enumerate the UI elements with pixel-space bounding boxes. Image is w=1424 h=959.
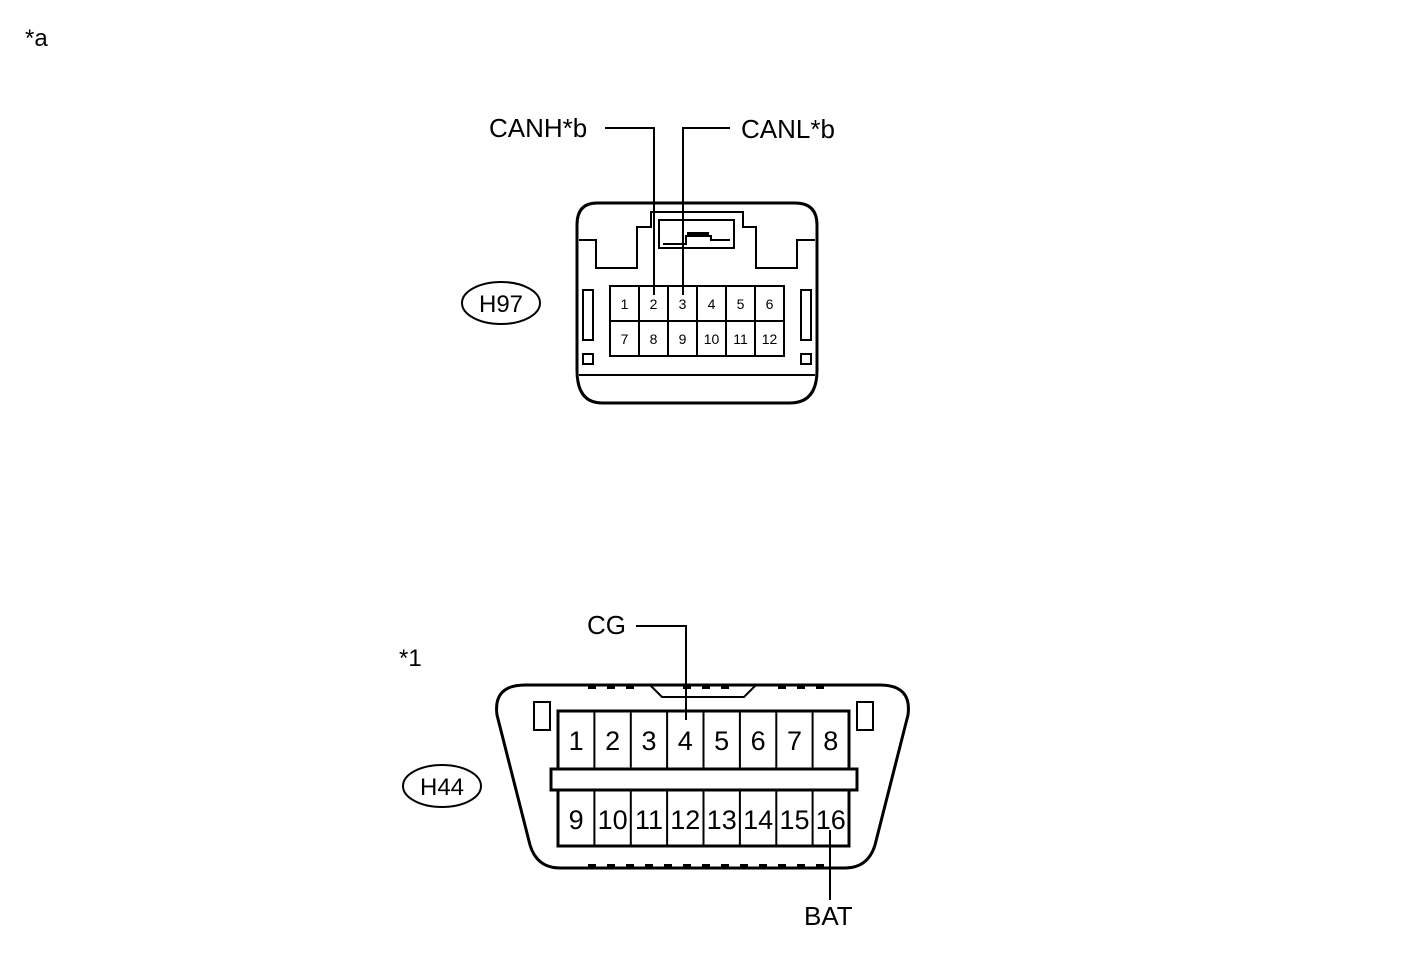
h97-pin-6: 6 [766,296,774,312]
h97-pin-12: 12 [762,331,778,347]
connector-h44: 1 2 3 4 5 6 7 8 9 10 11 12 13 14 15 16 *… [399,610,910,931]
h44-pin-8: 8 [823,726,838,756]
h97-pin-9: 9 [679,331,687,347]
h97-body-outline [575,201,819,405]
h44-pin-13: 13 [707,805,737,835]
h44-pin-dividers [593,711,814,846]
h97-canh-leader [605,127,655,295]
h97-pin-7: 7 [621,331,629,347]
h97-pin-8: 8 [650,331,658,347]
h44-pin-1: 1 [569,726,584,756]
h44-code-ellipse [402,764,482,808]
h97-corner-left [582,353,594,365]
h44-pin-11: 11 [635,805,663,835]
h44-side-slot-right [856,701,874,731]
h44-marker: *1 [399,645,422,672]
figure-marker: *a [25,25,48,52]
h44-code: H44 [420,774,464,801]
h97-latch [658,219,735,249]
h44-pin-10: 10 [598,805,628,835]
h44-pin-15: 15 [779,805,809,835]
h44-body-outline [495,683,910,870]
h44-pin-6: 6 [751,726,766,756]
h44-bat-label: BAT [804,901,853,931]
h97-code-ellipse [461,281,541,325]
h97-code: H97 [479,291,523,318]
h44-pin-12: 12 [670,805,700,835]
h97-pin-4: 4 [708,296,716,312]
h44-bottom-ridges [588,864,824,869]
h44-cg-leader [636,625,687,720]
h97-side-slot-left [582,289,594,341]
h97-canh-label: CANH*b [489,113,587,143]
h44-pin-4: 4 [678,726,693,756]
h97-corner-right [800,353,812,365]
h44-pin-2: 2 [605,726,620,756]
h97-latch-inner [663,235,730,245]
connector-h97: 1 2 3 4 5 6 7 8 9 10 11 12 H97 CANH*b CA… [461,113,835,405]
h97-top-profile [579,211,815,269]
h97-pin-1: 1 [621,296,629,312]
h44-pin-9: 9 [569,805,584,835]
h97-canl-leader [682,127,730,295]
h97-pin-3: 3 [679,296,687,312]
h44-pin-3: 3 [641,726,656,756]
h44-pin-7: 7 [787,726,802,756]
h97-pin-2: 2 [650,296,658,312]
h44-pin-14: 14 [743,805,773,835]
h97-pin-5: 5 [737,296,745,312]
h44-center-rail [549,767,859,792]
h97-latch-tab [687,232,709,237]
h97-pin-11: 11 [733,331,748,347]
h97-side-slot-right [800,289,812,341]
h97-canl-label: CANL*b [741,114,835,144]
h44-pin-5: 5 [714,726,729,756]
h44-top-key [649,684,757,698]
h44-side-slot-left [533,701,551,731]
h44-cg-label: CG [587,610,626,640]
h97-pin-10: 10 [704,331,720,347]
